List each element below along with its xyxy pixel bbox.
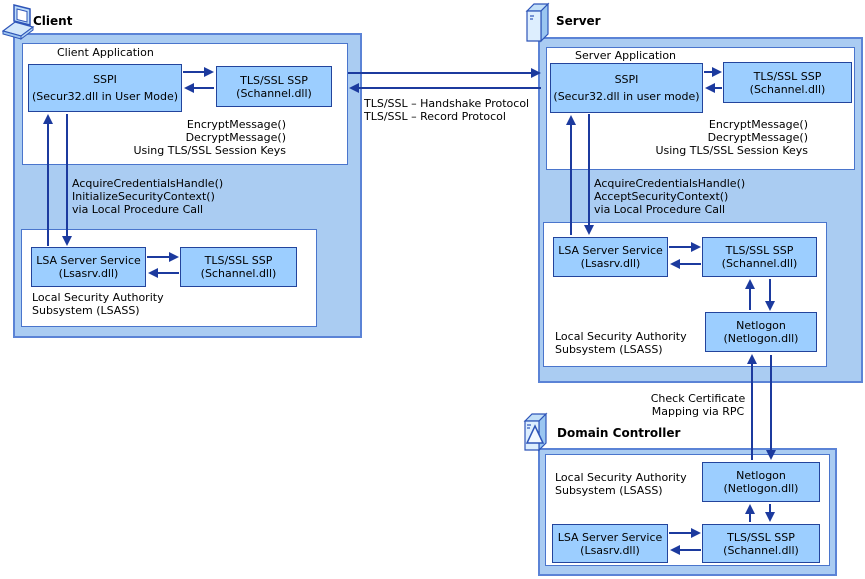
server-netlogon-box: Netlogon (Netlogon.dll) bbox=[705, 312, 817, 352]
client-lsa-name: LSA Server Service bbox=[36, 254, 141, 267]
server-application-title: Server Application bbox=[575, 49, 677, 62]
client-lsa-service-box: LSA Server Service (Lsasrv.dll) bbox=[31, 247, 146, 287]
server-lsa-name: LSA Server Service bbox=[558, 244, 663, 257]
dc-tls-ssp-name: TLS/SSL SSP bbox=[727, 530, 795, 544]
server-tower-icon bbox=[524, 1, 554, 46]
server-lsa-service-box: LSA Server Service (Lsasrv.dll) bbox=[553, 237, 668, 277]
client-lsass-label: Local Security Authority Subsystem (LSAS… bbox=[32, 291, 164, 317]
server-lsass-label: Local Security Authority Subsystem (LSAS… bbox=[555, 330, 687, 356]
client-tls-ssp-name: TLS/SSL SSP bbox=[240, 73, 308, 87]
dc-netlogon-name: Netlogon bbox=[736, 469, 786, 482]
client-title: Client bbox=[33, 14, 73, 28]
client-sspi-dll: (Secur32.dll in User Mode) bbox=[31, 90, 179, 103]
dc-tls-ssp-box: TLS/SSL SSP (Schannel.dll) bbox=[702, 524, 820, 563]
server-lsa-dll: (Lsasrv.dll) bbox=[580, 257, 641, 270]
server-tls-ssp-name: TLS/SSL SSP bbox=[753, 69, 822, 83]
server-netlogon-dll: (Netlogon.dll) bbox=[723, 332, 799, 345]
dc-lsass-label: Local Security Authority Subsystem (LSAS… bbox=[555, 471, 687, 497]
client-sspi-name: SSPI bbox=[93, 73, 117, 86]
server-tls-ssp-dll: (Schannel.dll) bbox=[749, 82, 826, 96]
client-acquire-label: AcquireCredentialsHandle() InitializeSec… bbox=[72, 177, 224, 216]
record-protocol-label: TLS/SSL – Record Protocol bbox=[364, 110, 506, 123]
server-netlogon-name: Netlogon bbox=[736, 319, 786, 332]
client-application-title: Client Application bbox=[57, 46, 154, 59]
server-lsass-tls-name: TLS/SSL SSP bbox=[725, 244, 794, 257]
dc-lsa-service-box: LSA Server Service (Lsasrv.dll) bbox=[552, 524, 668, 563]
dc-lsa-dll: (Lsasrv.dll) bbox=[580, 543, 640, 557]
server-tls-ssp-box: TLS/SSL SSP (Schannel.dll) bbox=[723, 62, 852, 103]
tls-protocol-labels: TLS/SSL – Handshake Protocol TLS/SSL – R… bbox=[364, 97, 529, 123]
domain-controller-tower-icon bbox=[522, 412, 552, 455]
client-encrypt-label: EncryptMessage() DecryptMessage() Using … bbox=[133, 118, 286, 157]
dc-lsa-name: LSA Server Service bbox=[557, 530, 663, 544]
server-lsass-tls-dll: (Schannel.dll) bbox=[721, 257, 798, 270]
dc-netlogon-box: Netlogon (Netlogon.dll) bbox=[702, 462, 820, 502]
laptop-icon bbox=[1, 4, 36, 43]
dc-netlogon-dll: (Netlogon.dll) bbox=[723, 482, 799, 495]
server-title: Server bbox=[556, 14, 601, 28]
client-tls-ssp-box: TLS/SSL SSP (Schannel.dll) bbox=[216, 66, 332, 107]
client-tls-ssp-dll: (Schannel.dll) bbox=[236, 86, 312, 100]
server-sspi-box: SSPI (Secur32.dll in user mode) bbox=[550, 63, 703, 113]
client-lsass-tls-name: TLS/SSL SSP bbox=[204, 254, 273, 267]
server-acquire-label: AcquireCredentialsHandle() AcceptSecurit… bbox=[594, 177, 746, 216]
rpc-label: Check Certificate Mapping via RPC bbox=[650, 392, 746, 418]
dc-tls-ssp-dll: (Schannel.dll) bbox=[723, 543, 799, 557]
server-sspi-dll: (Secur32.dll in user mode) bbox=[553, 90, 700, 103]
client-lsa-dll: (Lsasrv.dll) bbox=[58, 267, 119, 280]
server-lsass-tls-ssp-box: TLS/SSL SSP (Schannel.dll) bbox=[702, 237, 817, 277]
handshake-protocol-label: TLS/SSL – Handshake Protocol bbox=[364, 97, 530, 110]
client-lsass-tls-ssp-box: TLS/SSL SSP (Schannel.dll) bbox=[180, 247, 297, 287]
domain-controller-title: Domain Controller bbox=[557, 426, 681, 440]
server-sspi-name: SSPI bbox=[614, 73, 639, 86]
client-lsass-tls-dll: (Schannel.dll) bbox=[200, 267, 277, 280]
client-sspi-box: SSPI (Secur32.dll in User Mode) bbox=[28, 64, 182, 112]
server-encrypt-label: EncryptMessage() DecryptMessage() Using … bbox=[655, 118, 808, 157]
